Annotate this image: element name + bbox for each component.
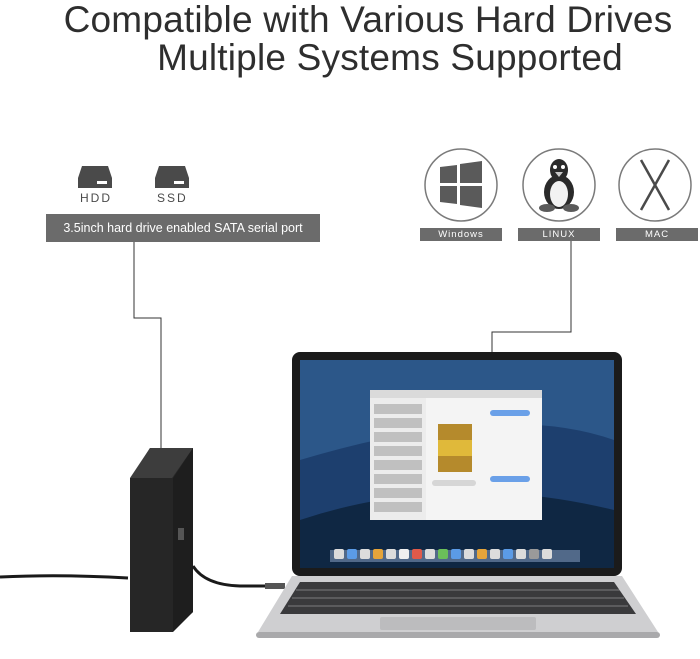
linux-tux-icon	[522, 148, 596, 222]
os-label-windows: Windows	[420, 228, 502, 241]
hdd-icon	[78, 166, 112, 188]
ssd-icon	[155, 166, 189, 188]
laptop	[256, 352, 660, 638]
headline-line-2: Multiple Systems Supported	[157, 37, 623, 78]
os-label-linux: LINUX	[518, 228, 600, 241]
mac-x-icon	[618, 148, 692, 222]
sata-port-caption: 3.5inch hard drive enabled SATA serial p…	[46, 214, 320, 242]
os-label-mac: MAC	[616, 228, 698, 241]
windows-logo-icon	[424, 148, 498, 222]
headline-line-1: Compatible with Various Hard Drives	[63, 0, 673, 40]
hard-drive-enclosure	[130, 448, 193, 632]
ssd-label: SSD	[157, 191, 188, 205]
hdd-label: HDD	[80, 191, 112, 205]
